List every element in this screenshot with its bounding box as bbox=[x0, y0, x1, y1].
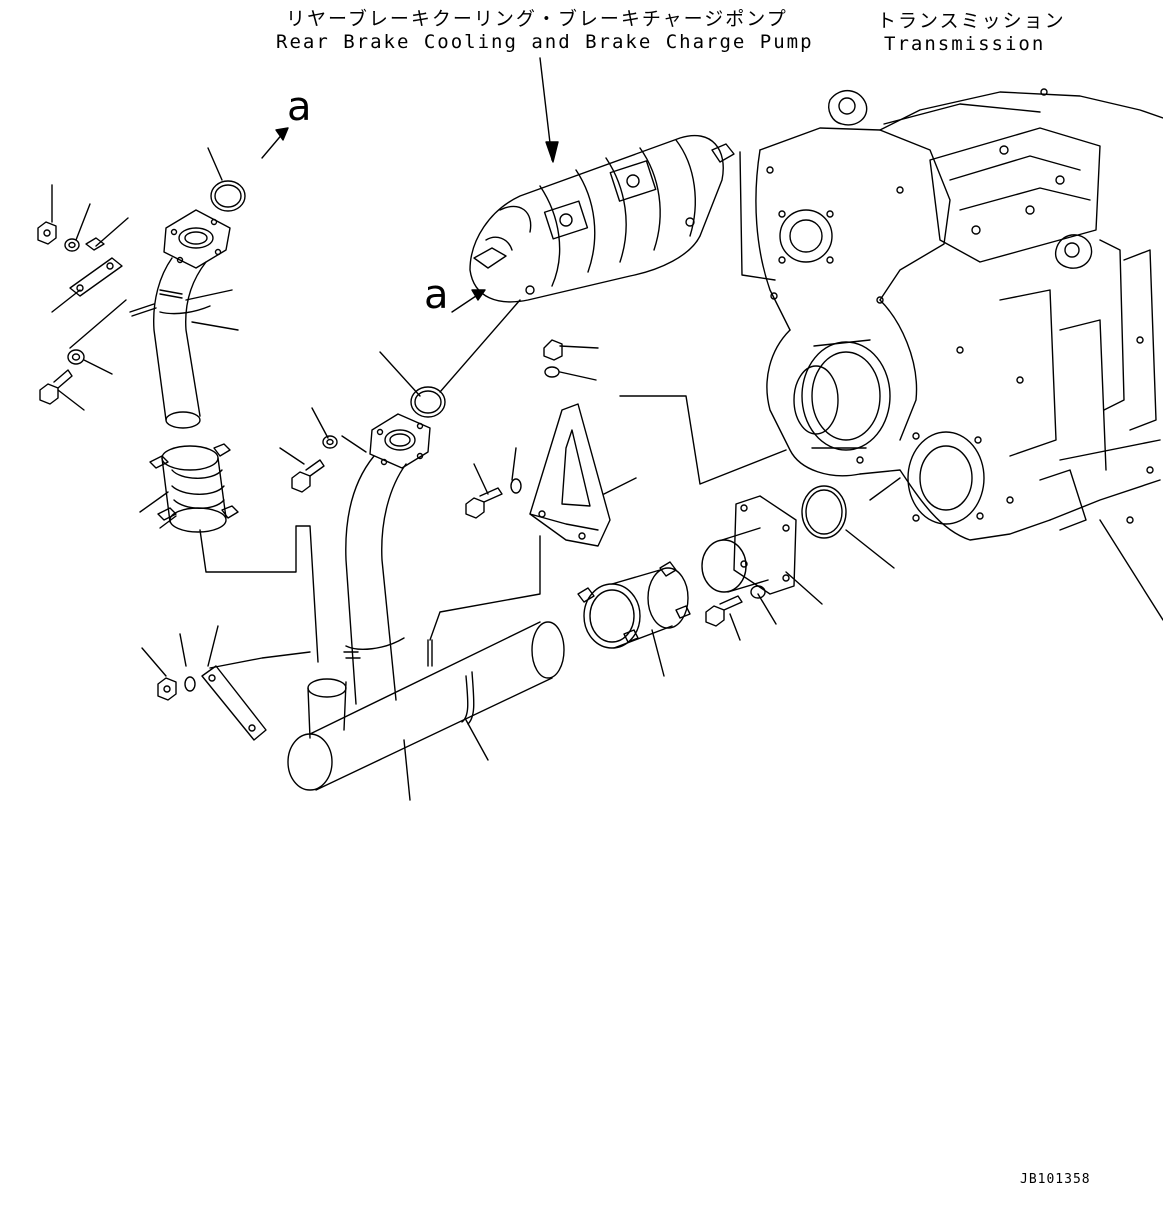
coupling bbox=[578, 562, 690, 648]
hardware-middle bbox=[292, 436, 337, 492]
callout-a-top: a bbox=[287, 84, 313, 130]
transmission-housing bbox=[756, 89, 1163, 620]
transmission-label-english: Transmission bbox=[884, 33, 1046, 55]
leader-lines bbox=[52, 58, 900, 800]
callout-a-middle: a bbox=[424, 272, 450, 318]
figure-code: JB101358 bbox=[1020, 1172, 1091, 1187]
pump-label-english: Rear Brake Cooling and Brake Charge Pump bbox=[276, 31, 814, 53]
middle-tube bbox=[344, 414, 430, 704]
transmission-label-japanese: トランスミッション bbox=[877, 10, 1066, 32]
o-ring-top bbox=[211, 181, 245, 211]
upper-left-tube bbox=[154, 210, 230, 428]
bracket bbox=[466, 340, 610, 546]
main-header-pipe bbox=[288, 622, 564, 790]
pump-label-japanese: リヤーブレーキクーリング・ブレーキチャージポンプ bbox=[286, 8, 788, 30]
adapter-flange bbox=[702, 496, 796, 626]
pump-assembly bbox=[470, 136, 734, 302]
hose-with-clamps bbox=[150, 444, 238, 532]
hardware-left-cluster bbox=[38, 222, 182, 404]
o-ring-middle bbox=[411, 387, 445, 417]
hardware-bottom-left bbox=[158, 666, 266, 740]
o-ring-right bbox=[802, 486, 846, 538]
